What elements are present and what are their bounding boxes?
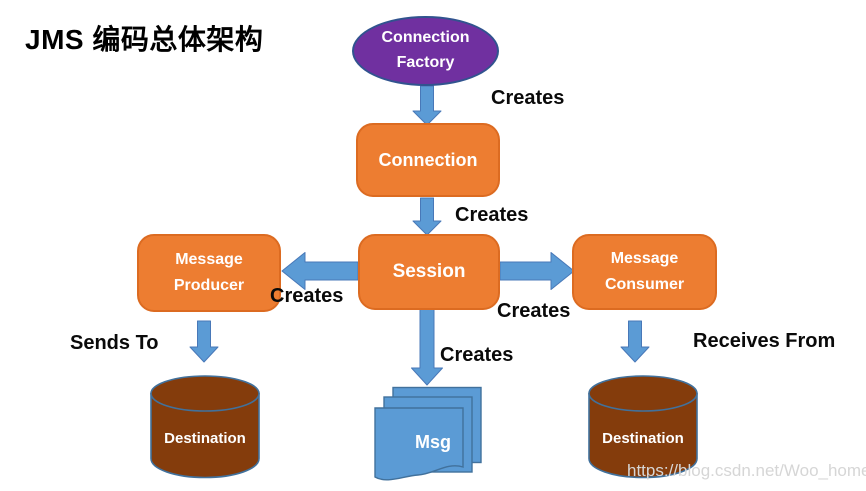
arrow-session-to-msg [411, 308, 443, 386]
node-connection-factory-label: Connection Factory [381, 29, 470, 71]
node-session-label: Session [392, 261, 466, 282]
node-session: Session [358, 234, 500, 310]
edge-label-session-creates-producer: Creates [270, 285, 344, 307]
arrow-consumer-to-destination [620, 320, 650, 363]
edge-label-connection-creates: Creates [455, 204, 529, 226]
node-msg: Msg [374, 386, 482, 481]
edge-label-sends-to: Sends To [70, 332, 159, 354]
node-destination-left-label: Destination [164, 430, 246, 447]
arrow-factory-to-connection [412, 85, 442, 126]
cylinder-body [588, 392, 698, 479]
node-msg-label: Msg [415, 432, 451, 452]
node-destination-right-label: Destination [602, 430, 684, 447]
node-destination-left: Destination [150, 375, 260, 479]
node-message-consumer: Message Consumer [572, 234, 717, 310]
edge-label-receives-from: Receives From [693, 330, 836, 352]
watermark-url: https://blog.csdn.net/Woo_home [627, 461, 866, 480]
arrow-session-to-consumer [499, 252, 575, 290]
edge-label-session-creates-msg: Creates [440, 344, 514, 366]
node-connection-label: Connection [378, 149, 478, 170]
arrow-connection-to-session [412, 197, 442, 236]
cylinder-top [150, 375, 260, 412]
node-destination-right: Destination [588, 375, 698, 479]
node-message-producer-label: Message Producer [173, 251, 245, 294]
node-message-consumer-label: Message Consumer [604, 250, 685, 293]
node-message-producer: Message Producer [137, 234, 281, 312]
cylinder-top [588, 375, 698, 412]
msg-sheet-front [374, 407, 464, 481]
diagram-title: JMS 编码总体架构 [25, 24, 264, 55]
arrow-session-to-producer [281, 252, 359, 290]
edge-label-session-creates-consumer: Creates [497, 300, 571, 322]
edge-label-factory-creates: Creates [491, 87, 565, 109]
cylinder-body [150, 392, 260, 479]
node-connection: Connection [356, 123, 500, 197]
arrow-producer-to-destination [189, 320, 219, 363]
node-connection-factory: Connection Factory [352, 16, 499, 86]
